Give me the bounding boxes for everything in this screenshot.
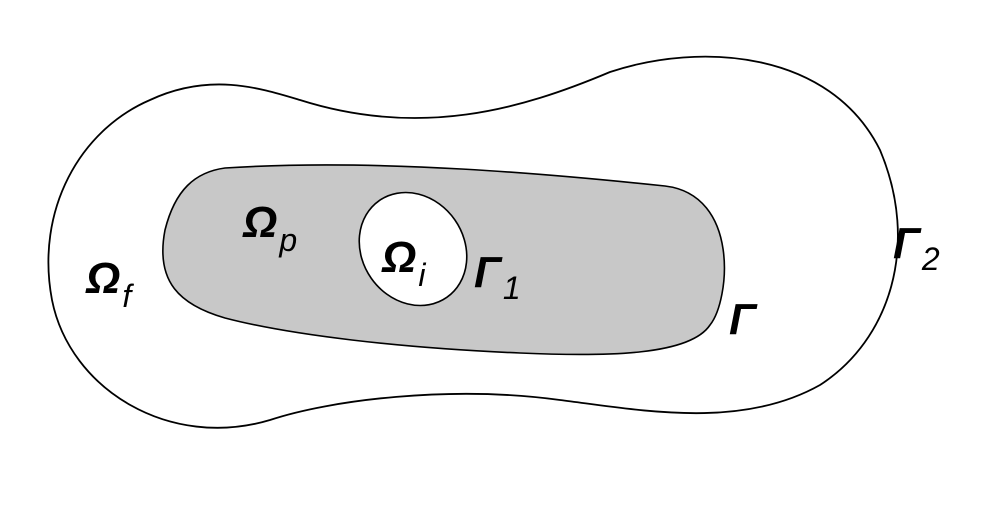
label-gamma-1-sub: 1 [503, 270, 521, 306]
label-omega-p-sub: p [278, 222, 297, 258]
label-gamma-1-main: Γ [474, 248, 503, 297]
label-omega-i-sub: i [418, 257, 426, 293]
inclusion-omega-i [358, 191, 468, 307]
label-gamma-main: Γ [729, 295, 758, 344]
label-gamma: Γ [729, 295, 758, 344]
label-omega-f-main: Ω [85, 254, 120, 303]
label-omega-p: Ωp [242, 198, 297, 258]
label-gamma-2: Γ2 [893, 219, 940, 277]
label-gamma-2-sub: 2 [921, 241, 940, 277]
label-omega-i-main: Ω [381, 233, 416, 282]
label-gamma-2-main: Γ [893, 219, 922, 268]
label-omega-i: Ωi [381, 233, 426, 293]
label-omega-p-main: Ω [242, 198, 277, 247]
label-gamma-1: Γ1 [474, 248, 521, 306]
